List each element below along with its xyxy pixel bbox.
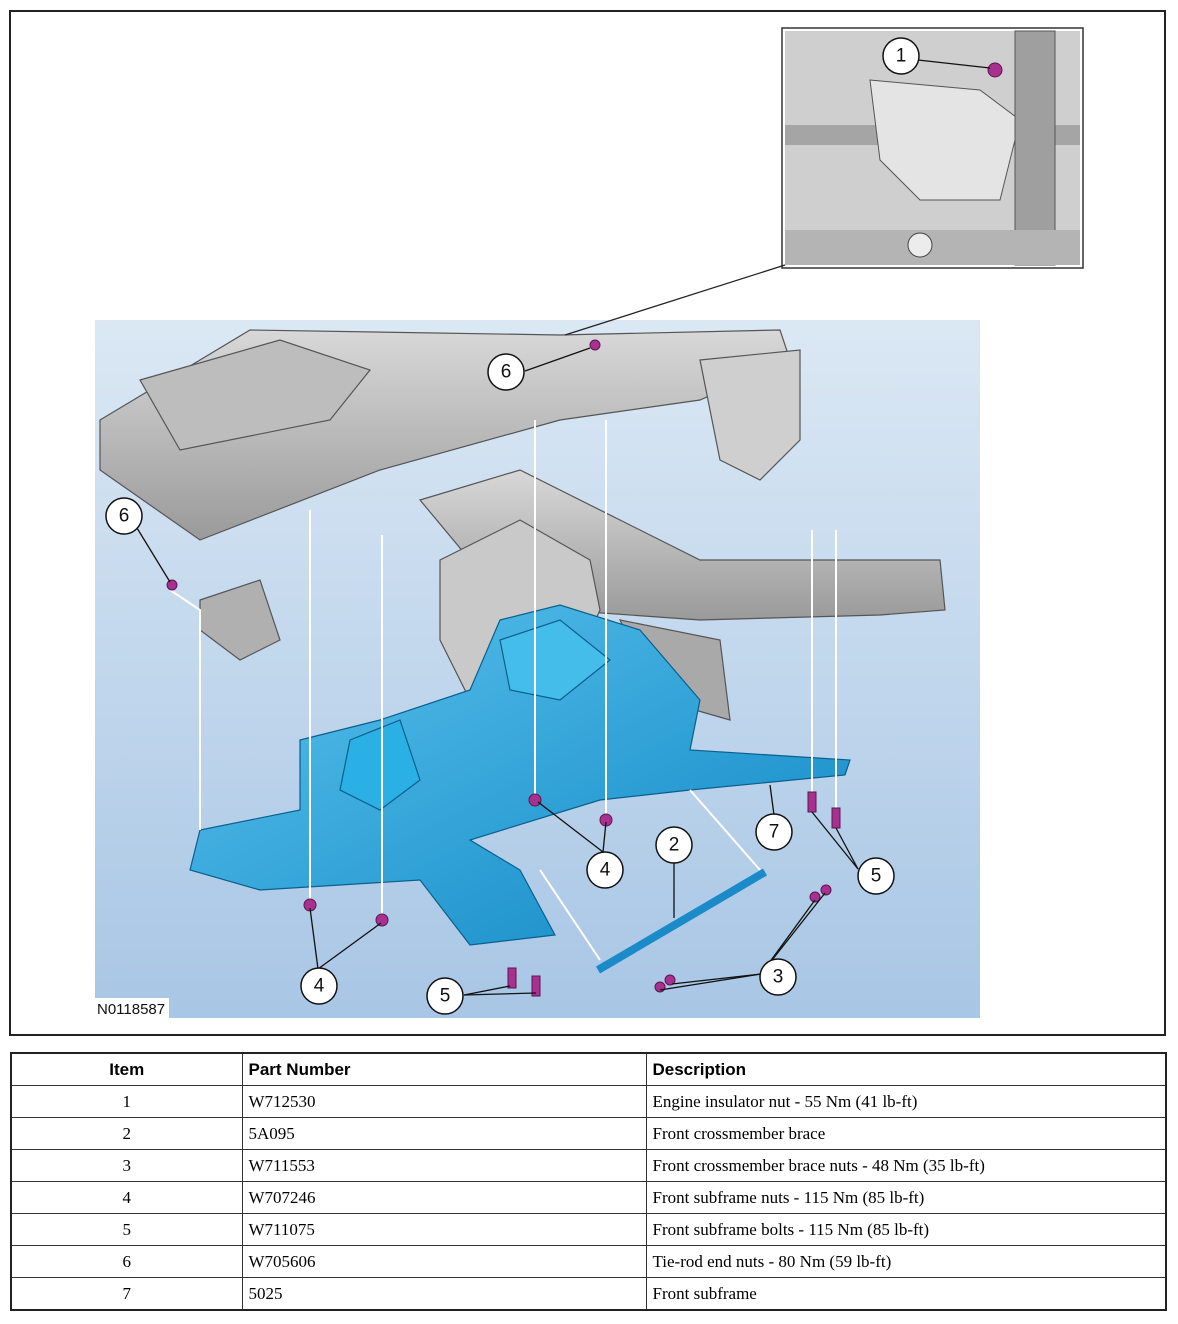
cell-part-number: W707246 <box>241 1181 647 1214</box>
cell-part-number: W711553 <box>241 1149 647 1182</box>
callout-4: 4 <box>300 967 338 1005</box>
cell-item: 4 <box>10 1181 243 1214</box>
callout-label: 3 <box>773 967 784 988</box>
inset-leader-line <box>564 264 786 336</box>
fastener-nut <box>664 974 676 986</box>
cell-part-number: 5025 <box>241 1277 647 1311</box>
cell-description: Front crossmember brace nuts - 48 Nm (35… <box>645 1149 1167 1182</box>
table-row: 1 W712530 Engine insulator nut - 55 Nm (… <box>10 1085 1167 1118</box>
callout-2: 2 <box>655 826 693 864</box>
cell-description: Front crossmember brace <box>645 1117 1167 1150</box>
cell-item: 1 <box>10 1085 243 1118</box>
callout-label: 1 <box>896 46 907 67</box>
cell-description: Tie-rod end nuts - 80 Nm (59 lb-ft) <box>645 1245 1167 1278</box>
callout-1: 1 <box>882 37 920 75</box>
callout-label: 6 <box>119 506 130 527</box>
callout-label: 4 <box>314 976 325 997</box>
cell-part-number: 5A095 <box>241 1117 647 1150</box>
cell-description: Front subframe <box>645 1277 1167 1311</box>
fasteners <box>166 62 1003 997</box>
callout-label: 5 <box>871 866 882 887</box>
fastener-bolt <box>831 807 841 829</box>
cell-description: Engine insulator nut - 55 Nm (41 lb-ft) <box>645 1085 1167 1118</box>
fastener-nut <box>528 793 542 807</box>
fastener-bolt <box>807 791 817 813</box>
table-header-row: Item Part Number Description <box>10 1052 1167 1086</box>
cell-item: 6 <box>10 1245 243 1278</box>
table-row: 6 W705606 Tie-rod end nuts - 80 Nm (59 l… <box>10 1245 1167 1278</box>
parts-table: Item Part Number Description 1 W712530 E… <box>10 1052 1167 1311</box>
table-row: 7 5025 Front subframe <box>10 1277 1167 1311</box>
header-description: Description <box>645 1052 1167 1086</box>
cell-part-number: W705606 <box>241 1245 647 1278</box>
fastener-nut <box>589 339 601 351</box>
callout-6: 6 <box>487 353 525 391</box>
table-row: 4 W707246 Front subframe nuts - 115 Nm (… <box>10 1181 1167 1214</box>
cell-item: 2 <box>10 1117 243 1150</box>
cell-item: 3 <box>10 1149 243 1182</box>
table-row: 3 W711553 Front crossmember brace nuts -… <box>10 1149 1167 1182</box>
header-item: Item <box>10 1052 243 1086</box>
cell-description: Front subframe nuts - 115 Nm (85 lb-ft) <box>645 1181 1167 1214</box>
fastener-bolt <box>531 975 541 997</box>
fastener-bolt <box>507 967 517 989</box>
cell-item: 7 <box>10 1277 243 1311</box>
vehicle-frame <box>99 329 946 721</box>
callout-5: 5 <box>857 857 895 895</box>
callout-label: 7 <box>769 822 780 843</box>
crossmember-brace <box>595 868 768 974</box>
cell-description: Front subframe bolts - 115 Nm (85 lb-ft) <box>645 1213 1167 1246</box>
guide-lines <box>169 420 837 961</box>
callout-label: 6 <box>501 362 512 383</box>
callout-4: 4 <box>586 851 624 889</box>
cell-item: 5 <box>10 1213 243 1246</box>
header-part-number: Part Number <box>241 1052 647 1086</box>
fastener-nut <box>820 884 832 896</box>
callout-5: 5 <box>426 977 464 1015</box>
callout-6: 6 <box>105 497 143 535</box>
fastener-nut <box>809 891 821 903</box>
table-row: 2 5A095 Front crossmember brace <box>10 1117 1167 1150</box>
callout-label: 2 <box>669 835 680 856</box>
cell-part-number: W712530 <box>241 1085 647 1118</box>
callout-7: 7 <box>755 813 793 851</box>
cell-part-number: W711075 <box>241 1213 647 1246</box>
figure-id: N0118587 <box>97 1001 165 1018</box>
fastener-nut <box>654 981 666 993</box>
front-subframe <box>189 604 851 946</box>
exploded-view-diagram: 1 6 6 2 7 4 5 3 4 5 N0118587 <box>95 27 1084 1018</box>
inset-detail-view <box>781 27 1084 269</box>
fastener-nut <box>166 579 178 591</box>
callout-label: 5 <box>440 986 451 1007</box>
table-row: 5 W711075 Front subframe bolts - 115 Nm … <box>10 1213 1167 1246</box>
callout-3: 3 <box>759 958 797 996</box>
fastener-nut <box>375 913 389 927</box>
callout-label: 4 <box>600 860 611 881</box>
